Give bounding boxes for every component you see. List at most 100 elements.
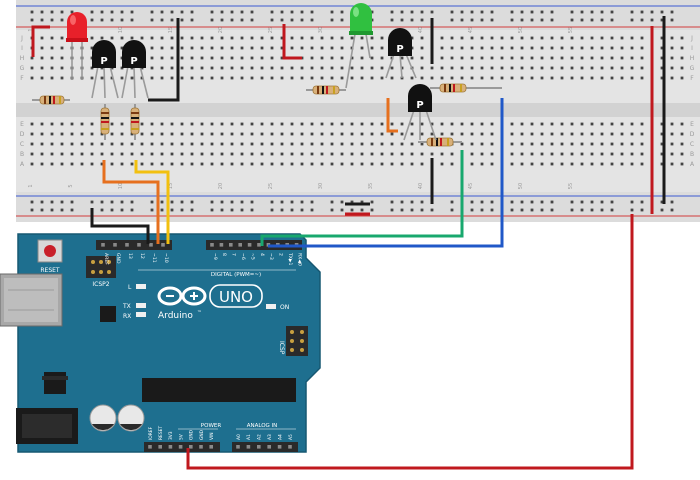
microcontroller-chip [142, 378, 296, 402]
row-letter: E [20, 121, 24, 128]
breadboard-hole [480, 152, 484, 156]
breadboard-hole [610, 76, 614, 80]
breadboard-hole [370, 122, 374, 126]
breadboard-hole [160, 36, 164, 40]
breadboard-hole [380, 56, 384, 60]
breadboard-hole [340, 122, 344, 126]
header-pin[interactable] [257, 243, 261, 247]
breadboard-hole [440, 46, 444, 50]
breadboard-hole [90, 132, 94, 136]
breadboard-hole [280, 162, 284, 166]
row-letter: E [690, 121, 694, 128]
column-number: 20 [218, 183, 224, 189]
breadboard-hole [410, 122, 414, 126]
header-pin[interactable] [189, 445, 193, 449]
breadboard-hole [630, 132, 634, 136]
arduino-logo-icon [157, 286, 207, 306]
breadboard-hole [300, 152, 304, 156]
breadboard-hole [270, 56, 274, 60]
breadboard-hole [130, 132, 134, 136]
breadboard-hole [380, 66, 384, 70]
header-pin[interactable] [199, 445, 203, 449]
breadboard-hole [460, 56, 464, 60]
header-pin[interactable] [229, 243, 233, 247]
breadboard-hole [80, 162, 84, 166]
breadboard-hole [420, 132, 424, 136]
breadboard-hole [390, 142, 394, 146]
power-pin-label: 3V3 [168, 431, 174, 440]
header-pin[interactable] [209, 445, 213, 449]
breadboard-hole [670, 10, 674, 14]
breadboard-hole [60, 10, 64, 14]
breadboard-hole [330, 46, 334, 50]
header-pin[interactable] [257, 445, 261, 449]
header-pin[interactable] [125, 243, 129, 247]
breadboard-hole [630, 66, 634, 70]
header-pin[interactable] [113, 243, 117, 247]
breadboard-hole [160, 56, 164, 60]
breadboard-hole [410, 208, 414, 212]
digital-pin-label: ~10 [163, 253, 169, 263]
breadboard-hole [480, 122, 484, 126]
wire-black [90, 208, 150, 244]
header-pin[interactable] [236, 445, 240, 449]
header-pin[interactable] [277, 445, 282, 449]
header-pin[interactable] [238, 243, 242, 247]
header-pin[interactable] [246, 445, 251, 449]
header-pin[interactable] [219, 243, 224, 247]
breadboard-hole [240, 122, 244, 126]
reset-button[interactable] [37, 239, 63, 263]
breadboard-hole [240, 208, 244, 212]
breadboard-hole [240, 200, 244, 204]
header-pin[interactable] [149, 243, 153, 247]
breadboard-hole [490, 66, 494, 70]
breadboard-hole [350, 66, 354, 70]
breadboard-hole [60, 56, 64, 60]
breadboard-hole [670, 66, 674, 70]
breadboard-hole [210, 132, 214, 136]
header-pin[interactable] [101, 243, 105, 247]
breadboard-hole [180, 36, 184, 40]
breadboard-hole [360, 122, 364, 126]
breadboard-hole [200, 152, 204, 156]
breadboard-hole [280, 10, 284, 14]
breadboard-hole [240, 152, 244, 156]
breadboard-hole [350, 76, 354, 80]
breadboard-hole [680, 76, 684, 80]
header-pin[interactable] [288, 445, 292, 449]
breadboard-hole [470, 76, 474, 80]
header-pin[interactable] [158, 445, 162, 449]
breadboard-hole [370, 36, 374, 40]
header-pin[interactable] [168, 445, 173, 449]
breadboard-hole [570, 46, 574, 50]
breadboard-hole [520, 200, 524, 204]
header-pin[interactable] [210, 243, 214, 247]
header-pin[interactable] [148, 445, 152, 449]
breadboard-hole [360, 152, 364, 156]
header-pin[interactable] [267, 445, 271, 449]
row-letter: A [690, 161, 695, 168]
breadboard-hole [390, 162, 394, 166]
breadboard-hole [80, 132, 84, 136]
breadboard-hole [210, 142, 214, 146]
breadboard-hole [370, 66, 374, 70]
resistors [32, 83, 502, 147]
breadboard-hole [50, 122, 54, 126]
breadboard-hole [420, 200, 424, 204]
header-pin[interactable] [137, 243, 141, 247]
breadboard-hole [500, 46, 504, 50]
header-pin[interactable] [178, 445, 183, 449]
breadboard-hole [620, 56, 624, 60]
breadboard-hole [610, 46, 614, 50]
breadboard-hole [30, 142, 34, 146]
breadboard-hole [130, 162, 134, 166]
column-number: 25 [268, 27, 274, 33]
breadboard-hole [300, 122, 304, 126]
header-pin[interactable] [161, 243, 165, 247]
header-pin[interactable] [247, 243, 252, 247]
breadboard-hole [490, 208, 494, 212]
breadboard-hole [310, 76, 314, 80]
wire-red [186, 214, 634, 470]
breadboard-hole [450, 122, 454, 126]
breadboard-hole [480, 208, 484, 212]
